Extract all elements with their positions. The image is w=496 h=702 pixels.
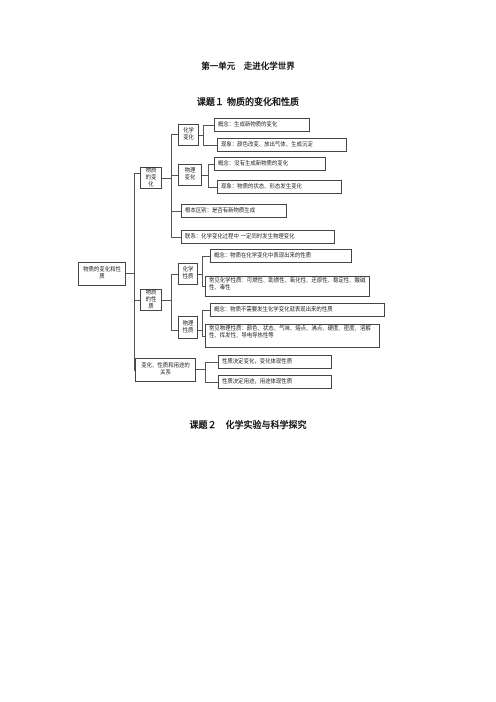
- connector: [202, 310, 210, 311]
- use-relation-item-1: 性质决定变化，变化体现性质: [218, 355, 332, 369]
- connector: [208, 187, 217, 188]
- connector: [171, 134, 172, 237]
- physical-property-examples: 常见物理性质：颜色、状态、气味、熔点、沸点、硬度、密度、溶解性、挥发性、导电导热…: [205, 324, 380, 348]
- connector: [171, 274, 178, 275]
- connector: [198, 330, 202, 331]
- connector: [171, 175, 178, 176]
- change-node: 物质的变化: [140, 167, 162, 189]
- connector: [205, 382, 218, 383]
- chemical-change-node: 化学变化: [178, 124, 199, 146]
- physical-change-phenomenon: 现象：物质的状态、形态发生变化: [217, 180, 342, 194]
- connector: [202, 175, 208, 176]
- chemical-property-examples: 常见化学性质：可燃性、助燃性、氧化性、还原性、稳定性、酸碱性、毒性: [205, 276, 370, 297]
- connector: [196, 369, 205, 370]
- connector: [199, 135, 203, 136]
- connector: [126, 273, 134, 274]
- connector: [205, 362, 206, 382]
- connector: [162, 178, 171, 179]
- connector: [134, 173, 140, 174]
- connector: [198, 274, 202, 275]
- chemical-change-concept: 概念：生成新物质的变化: [214, 118, 310, 132]
- connector: [171, 274, 172, 330]
- unit-title: 第一单元 走进化学世界: [201, 62, 295, 72]
- use-relation-item-2: 性质决定用途，用途体现性质: [218, 375, 332, 389]
- lesson2-title: 课题２ 化学实验与科学探究: [189, 421, 307, 431]
- connector: [202, 286, 205, 287]
- lesson1-title: 课题１ 物质的变化和性质: [196, 98, 300, 108]
- connector: [202, 256, 210, 257]
- physical-property-concept: 概念：物质不需要发生化学变化就表现出来的性质: [210, 303, 385, 317]
- connector: [171, 211, 181, 212]
- chemical-change-phenomenon: 现象：颜色改变、放出气体、生成沉淀: [217, 138, 347, 152]
- root-node: 物质的变化和性质: [78, 262, 126, 286]
- connector: [171, 237, 181, 238]
- chemical-property-concept: 概念：物质在化学变化中表现出来的性质: [210, 249, 352, 263]
- connector: [134, 300, 140, 301]
- connector: [171, 330, 178, 331]
- connector: [208, 164, 214, 165]
- physical-property-node: 物理性质: [178, 316, 198, 339]
- connector: [202, 256, 203, 286]
- physical-change-node: 物理变化: [178, 164, 202, 186]
- fundamental-difference: 根本区别：是否有新物质生成: [181, 204, 287, 218]
- connector: [203, 125, 214, 126]
- connector: [202, 310, 203, 336]
- connector: [208, 164, 209, 187]
- connector: [202, 336, 205, 337]
- chemical-property-node: 化学性质: [178, 263, 198, 285]
- connector: [134, 173, 135, 370]
- use-relation-node: 变化、性质和用途的关系: [135, 358, 196, 382]
- connector: [203, 125, 204, 145]
- connector: [162, 300, 171, 301]
- connector: [203, 145, 217, 146]
- connector: [171, 134, 178, 135]
- property-node: 物质的性质: [140, 289, 162, 311]
- connector: [205, 362, 218, 363]
- physical-change-concept: 概念：没有生成新物质的变化: [214, 157, 326, 171]
- change-relation: 联系：化学变化过程中 一定同时发生物理变化: [181, 230, 335, 244]
